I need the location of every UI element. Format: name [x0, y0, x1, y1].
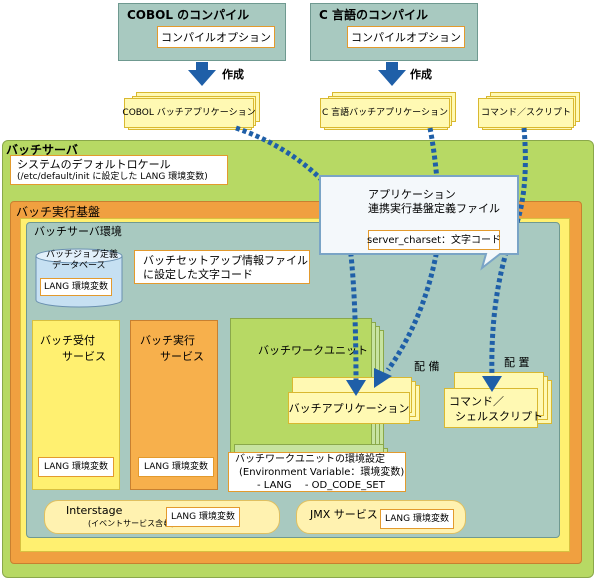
- cobol-batch-app: COBOL バッチアプリケーション: [122, 98, 256, 128]
- cobol-compile-title: COBOL のコンパイル: [127, 8, 250, 22]
- placement-label-shell: 配 置: [504, 356, 530, 369]
- database-label-2: データベース: [52, 261, 106, 271]
- app-def-line2: 連携実行基盤定義ファイル: [368, 202, 500, 215]
- reception-line1: バッチ受付: [40, 334, 95, 347]
- jmx-name: JMX サービス: [310, 508, 378, 521]
- interstage-name: Interstage: [66, 504, 123, 517]
- default-locale-line1: システムのデフォルトロケール: [17, 158, 171, 171]
- reception-line2: サービス: [62, 350, 106, 363]
- jmx-lang: LANG 環境変数: [380, 509, 454, 529]
- interstage-lang: LANG 環境変数: [166, 507, 240, 527]
- c-compile-option: コンパイルオプション: [347, 26, 465, 48]
- execution-line2: サービス: [160, 350, 204, 363]
- interstage-sub: (イベントサービス含む): [88, 519, 175, 528]
- wu-env-line3: - LANG - OD_CODE_SET: [257, 480, 385, 491]
- database-lang: LANG 環境変数: [40, 278, 112, 296]
- execution-lang: LANG 環境変数: [138, 457, 214, 477]
- server-charset: server_charset：文字コード: [367, 230, 501, 250]
- create-label-c: 作成: [410, 68, 432, 81]
- batch-server-title: バッチサーバ: [6, 143, 78, 157]
- wu-env-line2: (Environment Variable：環境変数): [239, 467, 405, 478]
- batch-base-title: バッチ実行基盤: [16, 205, 101, 219]
- setup-info-box: バッチセットアップ情報ファイル に設定した文字コード: [134, 250, 310, 284]
- reception-lang: LANG 環境変数: [38, 457, 114, 477]
- setup-info-line1: バッチセットアップ情報ファイル: [143, 254, 308, 267]
- shell-script: コマンド／ シェルスクリプト: [444, 388, 543, 428]
- c-batch-app: C 言語バッチアプリケーション: [320, 98, 450, 128]
- setup-info-line2: に設定した文字コード: [143, 268, 253, 281]
- shell-line2: シェルスクリプト: [455, 410, 543, 423]
- interstage-box: [44, 500, 280, 534]
- cobol-compile-option: コンパイルオプション: [157, 26, 275, 48]
- work-unit-env-box: バッチワークユニットの環境設定 (Environment Variable：環境…: [228, 452, 406, 492]
- app-def-line1: アプリケーション: [368, 188, 456, 201]
- create-label-cobol: 作成: [222, 68, 244, 81]
- placement-label-app: 配 備: [414, 360, 440, 373]
- default-locale-line2: (/etc/default/init に設定した LANG 環境変数): [17, 172, 208, 182]
- c-compile-title: C 言語のコンパイル: [319, 8, 428, 22]
- c-compile-box: C 言語のコンパイル コンパイルオプション: [310, 3, 478, 61]
- cobol-compile-box: COBOL のコンパイル コンパイルオプション: [118, 3, 286, 61]
- shell-line1: コマンド／: [449, 395, 504, 408]
- execution-line1: バッチ実行: [140, 334, 195, 347]
- command-script: コマンド／スクリプト: [478, 98, 574, 128]
- batch-app: バッチアプリケーション: [288, 392, 410, 424]
- work-unit-title: バッチワークユニット: [258, 344, 368, 357]
- wu-env-line1: バッチワークユニットの環境設定: [235, 454, 385, 465]
- database-label-1: バッチジョブ定義: [46, 250, 119, 260]
- default-locale-box: システムのデフォルトロケール (/etc/default/init に設定した …: [10, 155, 228, 185]
- server-env-title: バッチサーバ環境: [34, 225, 122, 238]
